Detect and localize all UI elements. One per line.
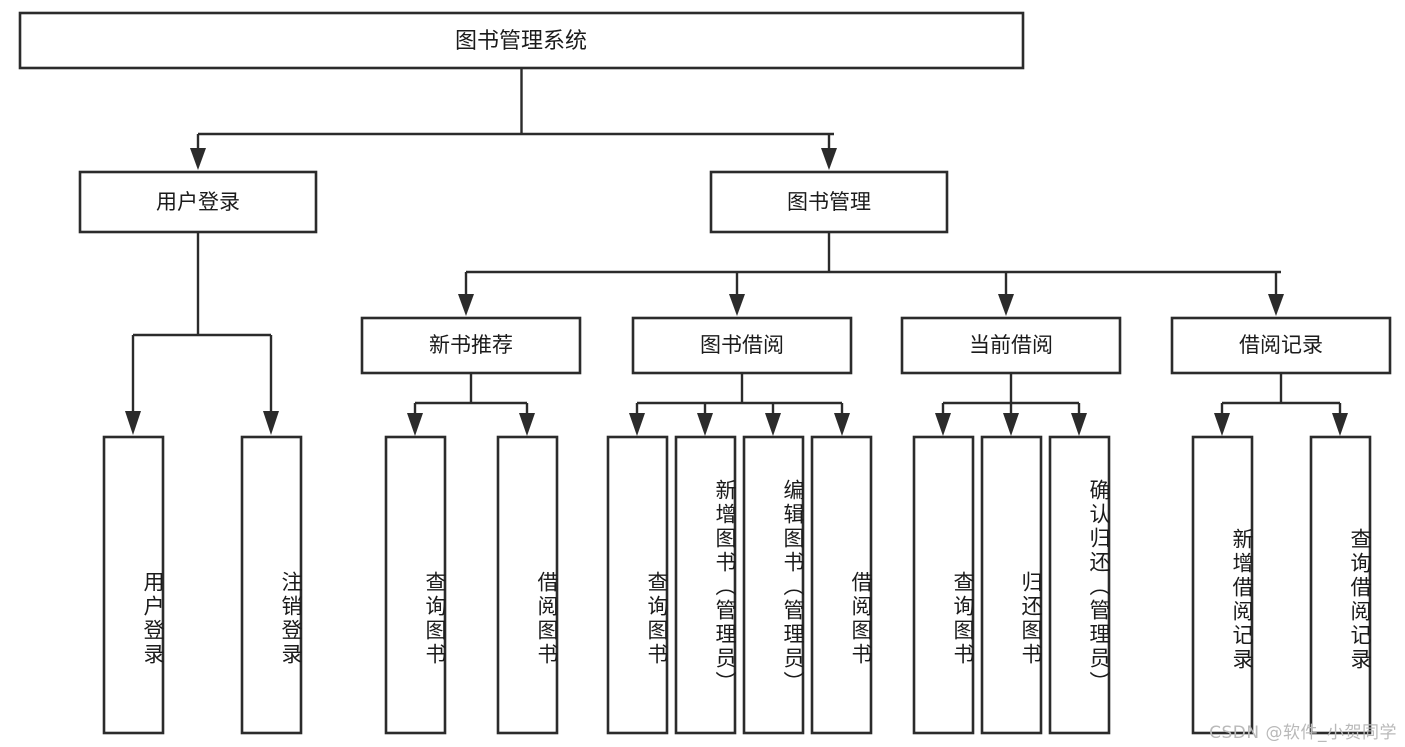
leaf-box-newbook-query[interactable]	[384, 435, 447, 735]
leaf-box-currentborrow-confirm[interactable]	[1048, 435, 1111, 735]
node-borrow-record[interactable]: 借阅记录	[1170, 316, 1392, 375]
node-user-login[interactable]: 用户登录	[78, 170, 318, 234]
leaf-box-currentborrow-query[interactable]	[912, 435, 975, 735]
node-root-box[interactable]	[18, 11, 1025, 70]
arrow-head-borrowrecord-leaf-2	[1332, 413, 1348, 436]
arrow-head-currentborrow-leaf-1	[935, 413, 951, 436]
connector-group-new-book	[407, 373, 535, 436]
arrow-head-currentborrow-leaf-3	[1071, 413, 1087, 436]
leaf-box-bookborrow-add[interactable]	[674, 435, 737, 735]
leaf-boxes-user-login	[102, 435, 303, 735]
arrow-head-borrowrecord-leaf-1	[1214, 413, 1230, 436]
node-book-manage-box[interactable]	[709, 170, 949, 234]
leaf-box-logout[interactable]	[240, 435, 303, 735]
arrow-head-bookborrow-leaf-1	[629, 413, 645, 436]
connector-group-book-manage	[458, 232, 1284, 316]
watermark: CSDN @软件_小贺同学	[1209, 723, 1397, 743]
arrow-head-bookborrow-leaf-4	[834, 413, 850, 436]
arrow-head-currentborrow-leaf-2	[1003, 413, 1019, 436]
node-book-borrow-box[interactable]	[631, 316, 853, 375]
arrow-head-current-borrow	[998, 294, 1014, 316]
leaf-box-bookborrow-lend[interactable]	[810, 435, 873, 735]
node-root-label: 图书管理系统	[455, 29, 587, 54]
node-user-login-label: 用户登录	[156, 190, 240, 214]
node-borrow-record-label: 借阅记录	[1239, 333, 1323, 357]
arrow-head-new-book	[458, 294, 474, 316]
arrow-head-leaf-user-login	[125, 411, 141, 435]
leaf-box-user-login[interactable]	[102, 435, 165, 735]
connector-group-root	[190, 68, 837, 170]
leaf-box-bookborrow-query[interactable]	[606, 435, 669, 735]
arrow-head-bookborrow-leaf-3	[765, 413, 781, 436]
node-user-login-box[interactable]	[78, 170, 318, 234]
node-book-manage-label: 图书管理	[787, 190, 871, 214]
leaf-boxes-new-book	[384, 435, 559, 735]
leaf-box-newbook-borrow[interactable]	[496, 435, 559, 735]
node-new-book-box[interactable]	[360, 316, 582, 375]
node-current-borrow-label: 当前借阅	[969, 333, 1053, 357]
leaf-boxes-book-borrow	[606, 435, 873, 735]
leaf-boxes-borrow-record	[1191, 435, 1372, 735]
leaf-box-record-add[interactable]	[1191, 435, 1254, 735]
node-book-manage[interactable]: 图书管理	[709, 170, 949, 234]
leaf-boxes-current-borrow	[912, 435, 1111, 735]
arrow-head-newbook-leaf-2	[519, 413, 535, 436]
node-borrow-record-box[interactable]	[1170, 316, 1392, 375]
leaf-box-bookborrow-edit[interactable]	[742, 435, 805, 735]
node-current-borrow[interactable]: 当前借阅	[900, 316, 1122, 375]
arrow-head-book-manage	[821, 148, 837, 170]
arrow-head-newbook-leaf-1	[407, 413, 423, 436]
connector-group-current-borrow	[935, 373, 1087, 436]
leaf-box-record-query[interactable]	[1309, 435, 1372, 735]
arrow-head-leaf-logout	[263, 411, 279, 435]
node-book-borrow-label: 图书借阅	[700, 333, 784, 357]
node-current-borrow-box[interactable]	[900, 316, 1122, 375]
node-new-book-label: 新书推荐	[429, 333, 513, 357]
leaf-box-currentborrow-return[interactable]	[980, 435, 1043, 735]
arrow-head-book-borrow	[729, 294, 745, 316]
arrow-head-user-login	[190, 148, 206, 170]
arrow-head-borrow-record	[1268, 294, 1284, 316]
arrow-head-bookborrow-leaf-2	[697, 413, 713, 436]
node-book-borrow[interactable]: 图书借阅	[631, 316, 853, 375]
node-new-book[interactable]: 新书推荐	[360, 316, 582, 375]
connector-group-borrow-record	[1214, 373, 1348, 436]
connector-group-book-borrow	[629, 373, 850, 436]
connector-group-user-login	[125, 232, 279, 435]
node-root[interactable]: 图书管理系统	[18, 11, 1025, 70]
